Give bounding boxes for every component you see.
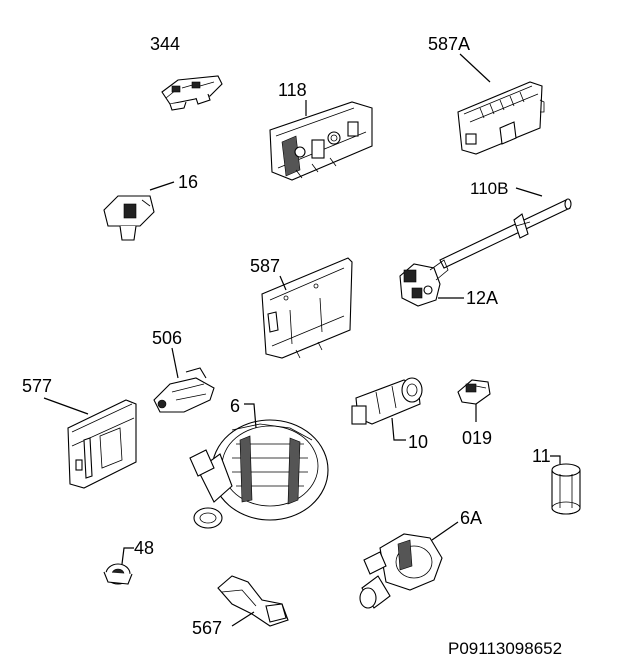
part-11-drawing[interactable]: [551, 463, 581, 515]
part-12A-drawing[interactable]: [399, 259, 449, 307]
label-12A: 12A: [466, 288, 498, 308]
part-10-drawing[interactable]: [351, 377, 423, 425]
label-587: 587: [250, 256, 280, 276]
part-019-drawing[interactable]: [457, 379, 491, 405]
part-6A-drawing[interactable]: [359, 533, 443, 609]
label-577: 577: [22, 376, 52, 396]
part-110B-drawing[interactable]: [439, 198, 572, 269]
label-48: 48: [134, 538, 154, 558]
label-587A: 587A: [428, 34, 470, 54]
leader-6A: [431, 521, 459, 541]
leader-587: [279, 275, 287, 291]
label-118: 118: [278, 80, 307, 100]
label-16: 16: [178, 172, 198, 192]
label-567: 567: [192, 618, 222, 638]
part-506-drawing[interactable]: [153, 367, 215, 413]
label-344: 344: [150, 34, 180, 54]
label-110B: 110B: [470, 179, 508, 198]
leader-11: [550, 455, 561, 464]
part-118-drawing[interactable]: [269, 101, 373, 181]
part-567-drawing[interactable]: [217, 575, 289, 627]
leader-10: [391, 417, 406, 441]
part-16-drawing[interactable]: [103, 195, 155, 241]
part-587-drawing[interactable]: [261, 257, 353, 359]
leader-567: [231, 611, 255, 627]
label-6: 6: [230, 396, 240, 416]
label-019: 019: [462, 428, 492, 448]
leader-587A: [459, 53, 491, 83]
leader-16: [149, 181, 175, 191]
leader-6: [244, 403, 257, 429]
label-506: 506: [152, 328, 182, 348]
label-10: 10: [408, 432, 428, 452]
part-6-drawing[interactable]: [189, 419, 329, 529]
label-11: 11: [532, 446, 551, 466]
leader-506: [171, 347, 179, 379]
part-587A-drawing[interactable]: [457, 81, 545, 155]
leader-48: [121, 547, 134, 565]
part-577-drawing[interactable]: [67, 399, 137, 489]
part-48-drawing[interactable]: [103, 563, 133, 585]
drawing-code: P09113098652: [448, 639, 562, 658]
leader-577: [43, 397, 89, 415]
label-6A: 6A: [460, 508, 482, 528]
part-344-drawing[interactable]: [161, 75, 223, 111]
leader-110B: [515, 187, 543, 197]
